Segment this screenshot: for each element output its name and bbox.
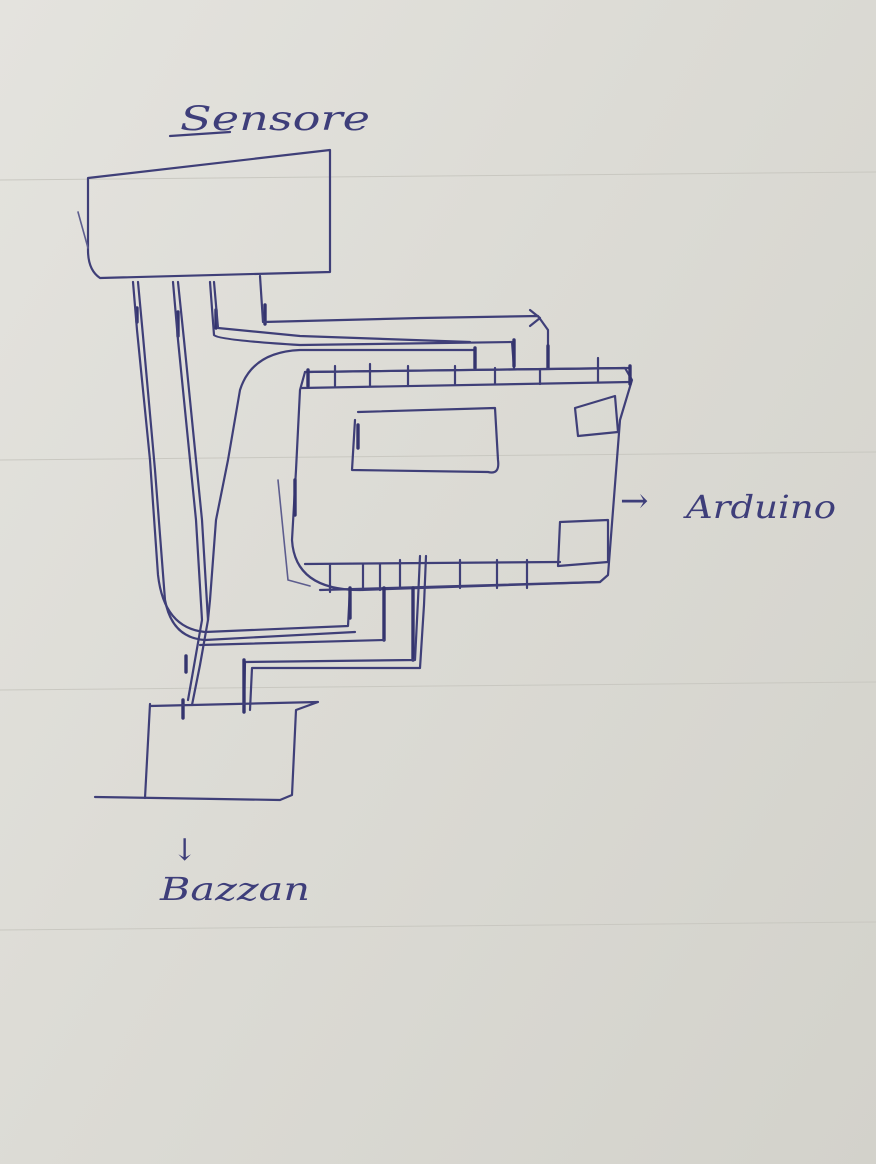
arduino-buzzer-wires: [181, 554, 428, 720]
buzzer-box: [93, 700, 320, 802]
buzzer-arrow: ↓: [172, 833, 197, 868]
arduino-board: [290, 366, 634, 592]
arduino-usb-port: [573, 394, 620, 438]
arduino-board-shadow-edge: [277, 479, 311, 587]
buzzer-box-left-edge: [143, 702, 152, 800]
arduino-bottom-header: [303, 558, 602, 662]
buzzer-label: Bazzan: [159, 870, 310, 908]
arduino-power-jack: [556, 518, 610, 568]
paper-rules: [0, 171, 876, 931]
arduino-arrow: →: [620, 481, 649, 521]
sensor-label-underline: [168, 130, 232, 138]
sensor-box-edge-mark: [77, 211, 89, 249]
sensor-wires: [131, 274, 550, 707]
sensor-box: [86, 148, 332, 280]
arduino-chip: [350, 406, 500, 474]
arduino-top-header: [300, 356, 632, 390]
arduino-label: Arduino: [683, 488, 836, 526]
